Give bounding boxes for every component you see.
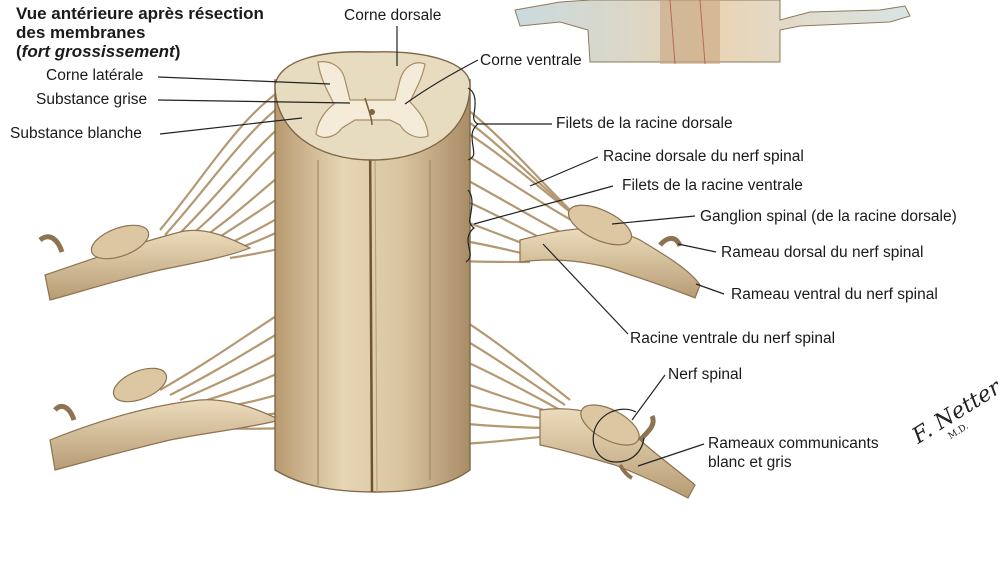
label-ganglion-spinal: Ganglion spinal (de la racine dorsale) — [700, 208, 957, 225]
inset-cord-section — [514, 0, 911, 65]
title-italic: fort grossissement — [21, 42, 175, 61]
title-line-2: des membranes — [16, 23, 146, 42]
spinal-cord — [274, 51, 471, 493]
lower-right-ganglion — [580, 404, 640, 446]
label-racine-dorsale: Racine dorsale du nerf spinal — [603, 148, 804, 165]
figure-title: Vue antérieure après résection des membr… — [16, 4, 264, 61]
label-rameaux-communicants: Rameaux communicants — [708, 435, 879, 452]
lower-left-nerve-trunk — [49, 399, 282, 471]
label-rameaux-communicants-2: blanc et gris — [708, 454, 792, 471]
label-substance-grise: Substance grise — [36, 91, 148, 108]
label-rameau-ventral: Rameau ventral du nerf spinal — [731, 286, 938, 303]
grey-matter — [315, 61, 429, 138]
label-rameau-dorsal: Rameau dorsal du nerf spinal — [721, 244, 924, 261]
leader-lines — [157, 26, 725, 467]
label-racine-ventrale: Racine ventrale du nerf spinal — [630, 330, 836, 347]
label-substance-blanche: Substance blanche — [10, 125, 142, 142]
upper-left-nerve-trunk — [44, 229, 252, 301]
label-corne-dorsale: Corne dorsale — [344, 7, 442, 24]
lower-left-ganglion — [112, 367, 168, 403]
label-corne-laterale: Corne latérale — [46, 67, 144, 84]
label-filets-racine-ventrale: Filets de la racine ventrale — [622, 177, 803, 194]
upper-left-ganglion — [90, 224, 150, 260]
title-line-3: (fort grossissement) — [16, 42, 181, 61]
label-corne-ventrale: Corne ventrale — [480, 52, 582, 69]
title-line-1: Vue antérieure après résection — [16, 4, 264, 23]
upper-right-ganglion — [567, 204, 633, 246]
label-filets-racine-dorsale: Filets de la racine dorsale — [556, 115, 733, 132]
label-nerf-spinal: Nerf spinal — [668, 366, 743, 383]
